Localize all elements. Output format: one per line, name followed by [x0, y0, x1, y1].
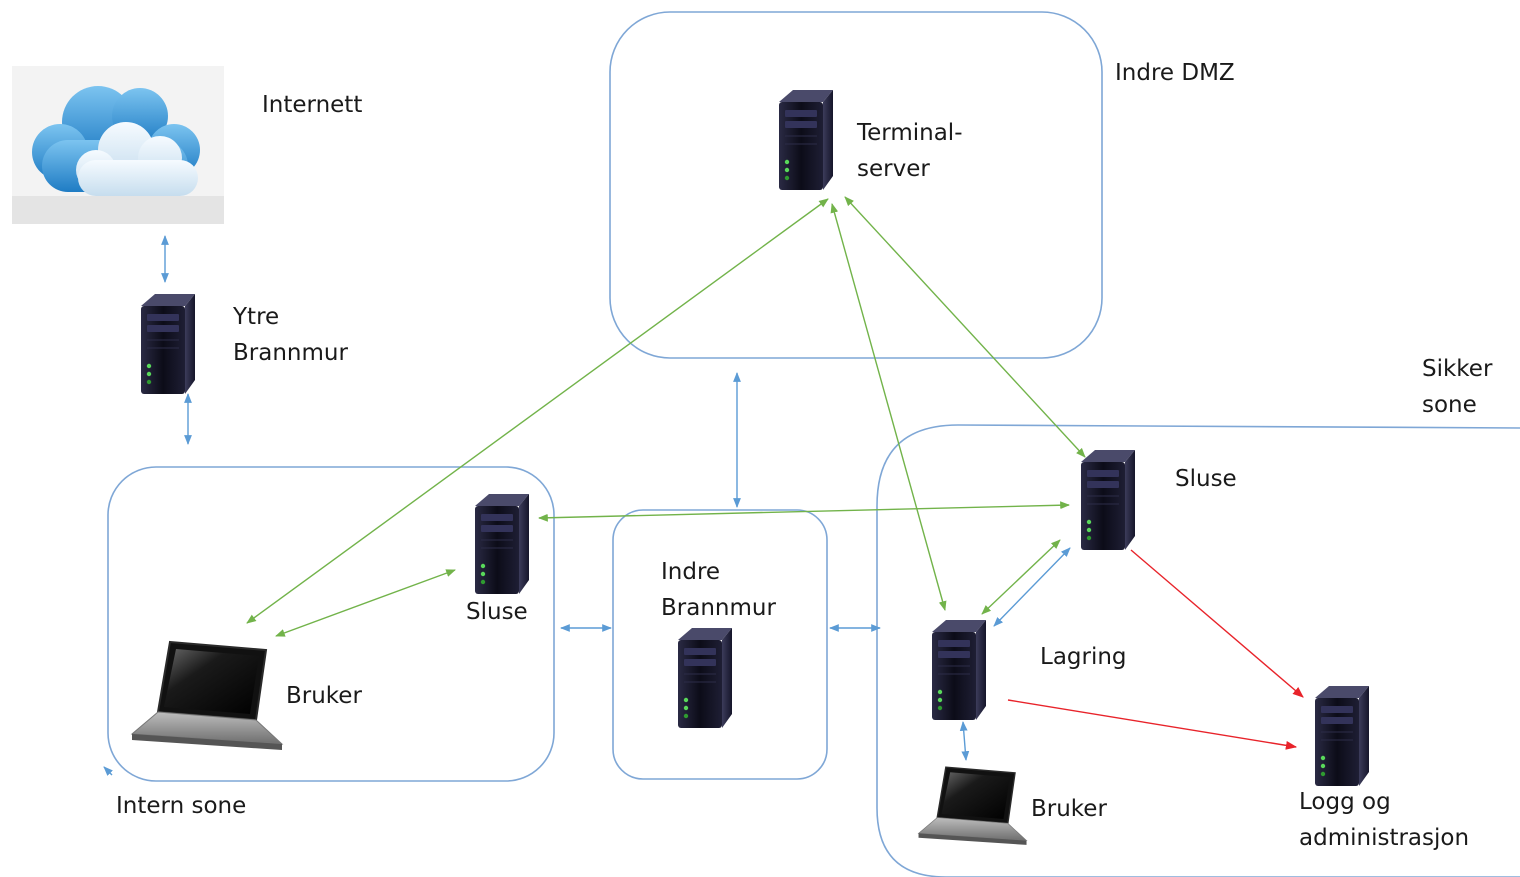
logg-label-line1: Logg og — [1299, 789, 1391, 815]
cloud-icon — [12, 66, 224, 224]
sluse-sikker-server-icon — [1080, 449, 1136, 551]
bruker-sikker-laptop-icon — [917, 766, 1028, 846]
indre-dmz-label: Indre DMZ — [1115, 60, 1235, 86]
logg-server-icon — [1314, 685, 1370, 787]
indre-brannmur-label: Indre Brannmur — [661, 554, 776, 626]
internet-label: Internett — [262, 92, 363, 118]
lagring-server-icon — [931, 619, 987, 721]
bruker-intern-laptop-icon — [131, 641, 283, 751]
link-sluse-logg — [1130, 549, 1304, 698]
terminal-server-icon — [778, 89, 834, 191]
link-lagring-sluse-green — [981, 539, 1061, 615]
link-intern-stub — [103, 766, 114, 777]
bruker-intern-label: Bruker — [286, 683, 362, 709]
link-terminal-bruker-intern — [246, 198, 829, 624]
indre-dmz-zone — [609, 11, 1103, 359]
link-lagring-sluse-blue — [993, 547, 1071, 627]
ytre-brannmur-server-icon — [140, 293, 196, 395]
lagring-label: Lagring — [1040, 644, 1127, 670]
link-terminal-lagring — [830, 203, 947, 611]
sluse-intern-server-icon — [474, 493, 530, 595]
terminal-server-label-line2: server — [857, 156, 930, 182]
sluse-sikker-label: Sluse — [1175, 466, 1237, 492]
link-lagring-logg — [1007, 699, 1298, 750]
terminal-server-label-line1: Terminal- — [857, 120, 963, 146]
logg-label-line2: administrasjon — [1299, 825, 1470, 851]
ytre-brannmur-label-line1: Ytre — [233, 304, 280, 330]
link-sluse-intern-bruker — [275, 569, 456, 637]
link-terminal-sluse-secure — [844, 196, 1086, 458]
ytre-brannmur-label: Ytre Brannmur — [233, 299, 348, 371]
indre-brannmur-label-line1: Indre — [661, 559, 721, 585]
terminal-server-label: Terminal- server — [857, 115, 963, 187]
bruker-sikker-label: Bruker — [1031, 796, 1107, 822]
sikker-sone-label-line1: Sikker — [1422, 356, 1493, 382]
intern-sone-label: Intern sone — [116, 793, 247, 819]
indre-brannmur-server-icon — [677, 627, 733, 729]
indre-brannmur-label-line2: Brannmur — [661, 595, 776, 621]
link-lagring-bruker — [959, 721, 970, 761]
sikker-sone-label: Sikker sone — [1422, 351, 1492, 423]
sikker-sone-label-line2: sone — [1422, 392, 1477, 418]
link-sluse-intern-sluse-secure — [538, 501, 1070, 522]
logg-label: Logg og administrasjon — [1299, 784, 1469, 856]
sluse-intern-label: Sluse — [466, 599, 528, 625]
ytre-brannmur-label-line2: Brannmur — [233, 340, 348, 366]
